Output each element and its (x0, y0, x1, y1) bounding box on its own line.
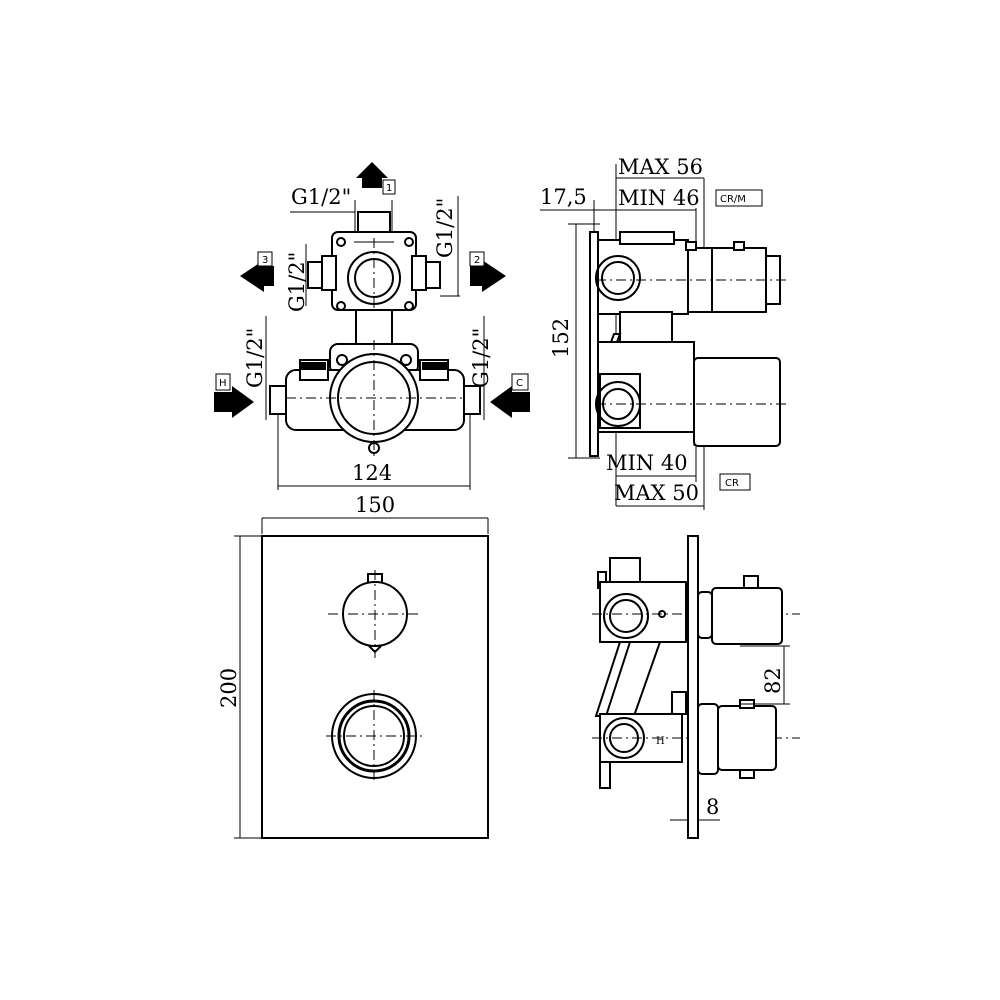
dim-cr-min: MIN 40 (606, 451, 688, 475)
dim-crm-min: MIN 46 (618, 186, 700, 210)
diverter-knob (328, 570, 420, 658)
variant-crm-tag: CR/M (720, 194, 746, 205)
dim-depth-total: 152 (549, 318, 573, 358)
valve-body-side-view: MAX 56 MIN 46 CR/M 17,5 152 (540, 155, 790, 510)
cold-inlet-thread: G1/2" (469, 328, 493, 388)
hot-inlet-thread: G1/2" (243, 328, 267, 388)
dim-knob-spacing: 82 (761, 667, 785, 694)
hot-side-mark: H (656, 736, 665, 747)
outlet-1-thread: G1/2" (291, 185, 351, 209)
outlet-1-label: 1 (386, 183, 392, 194)
variant-cr-tag: CR (725, 478, 739, 489)
thermostatic-knob (326, 690, 424, 784)
outlet-3-label: 3 (262, 255, 268, 266)
dim-body-width: 124 (352, 461, 392, 485)
cold-inlet-arrow-icon: C (490, 373, 530, 418)
dim-offset-17-5: 17,5 (540, 185, 587, 209)
dim-plate-thickness: 8 (706, 795, 719, 819)
dim-cr-max: MAX 50 (614, 481, 699, 505)
valve-body-front-view: 1 G1/2" 3 G1/2" (214, 162, 530, 490)
installed-side-view: H 82 8 (592, 535, 800, 839)
cold-inlet-label: C (516, 378, 523, 389)
hot-inlet-label: H (219, 378, 227, 389)
dim-plate-height: 200 (217, 668, 241, 708)
hot-inlet-arrow-icon: H (214, 373, 254, 418)
outlet-3-thread: G1/2" (285, 252, 309, 312)
outlet-2-arrow-icon: 2 (469, 251, 506, 292)
trim-plate-front-view: 150 200 (217, 493, 489, 839)
outlet-2-label: 2 (474, 255, 480, 266)
trim-plate-side (687, 535, 699, 839)
outlet-1-arrow-icon: 1 (356, 162, 396, 195)
dim-crm-max: MAX 56 (618, 155, 703, 179)
outlet-3-arrow-icon: 3 (240, 251, 274, 292)
outlet-2-thread: G1/2" (433, 198, 457, 258)
dim-plate-width: 150 (355, 493, 395, 517)
